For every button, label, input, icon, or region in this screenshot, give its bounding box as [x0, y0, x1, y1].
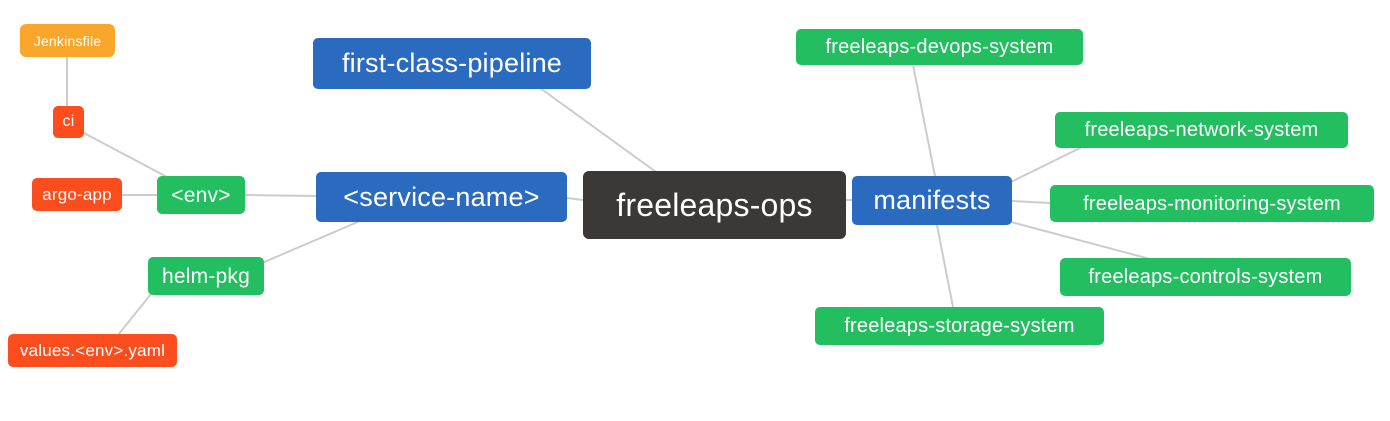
- edge-helm-pkg-service-name: [261, 220, 361, 264]
- node-freeleaps-network-system[interactable]: freeleaps-network-system: [1055, 112, 1348, 148]
- node-freeleaps-storage-system[interactable]: freeleaps-storage-system: [815, 307, 1104, 345]
- edge-pipeline-root: [539, 87, 657, 173]
- edge-manifests-storage: [936, 224, 954, 308]
- edge-ci-env: [83, 132, 168, 178]
- edge-manifests-devops: [912, 64, 936, 177]
- node-first-class-pipeline[interactable]: first-class-pipeline: [313, 38, 591, 89]
- node-argo-app[interactable]: argo-app: [32, 178, 122, 211]
- node-helm-pkg[interactable]: helm-pkg: [148, 257, 264, 295]
- edge-manifests-network: [1010, 147, 1081, 183]
- edge-service-name-root: [566, 197, 584, 201]
- node-service-name[interactable]: <service-name>: [316, 172, 567, 222]
- node-manifests[interactable]: manifests: [852, 176, 1012, 225]
- node-env[interactable]: <env>: [157, 176, 245, 214]
- node-root-freeleaps-ops[interactable]: freeleaps-ops: [583, 171, 846, 239]
- edge-manifests-monitoring: [1010, 200, 1051, 204]
- node-ci[interactable]: ci: [53, 106, 84, 138]
- node-freeleaps-devops-system[interactable]: freeleaps-devops-system: [796, 29, 1083, 65]
- edge-values-helm-pkg: [117, 293, 152, 336]
- edge-manifests-controls: [1010, 221, 1151, 260]
- edge-env-service-name: [244, 194, 317, 197]
- node-freeleaps-controls-system[interactable]: freeleaps-controls-system: [1060, 258, 1351, 296]
- node-jenkinsfile[interactable]: Jenkinsfile: [20, 24, 115, 57]
- node-freeleaps-monitoring-system[interactable]: freeleaps-monitoring-system: [1050, 185, 1374, 222]
- node-values-env-yaml[interactable]: values.<env>.yaml: [8, 334, 177, 367]
